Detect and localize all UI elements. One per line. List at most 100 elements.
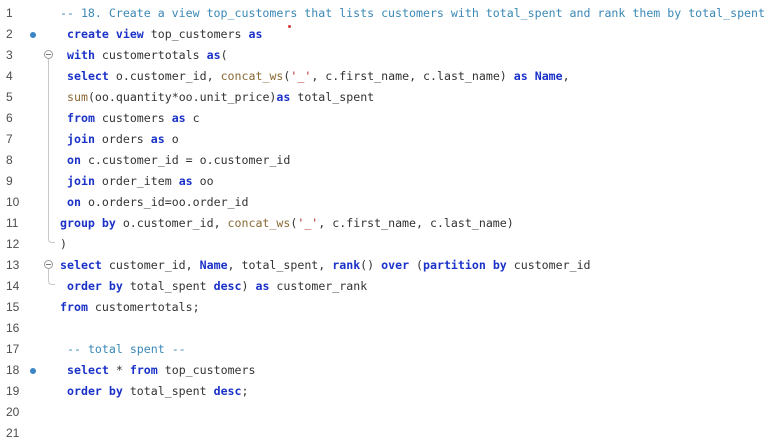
line-number: 18: [6, 363, 20, 377]
code-token: ,: [562, 69, 570, 83]
code-line[interactable]: 20: [0, 402, 768, 423]
code-token: over: [381, 258, 410, 272]
code-token: (: [290, 216, 298, 230]
line-number: 6: [6, 111, 13, 125]
code-token: customer_id: [506, 258, 591, 272]
code-token: order by: [67, 384, 123, 398]
fold-toggle-icon[interactable]: [44, 50, 53, 59]
code-token: ;: [241, 384, 249, 398]
code-token: as: [255, 279, 270, 293]
fold-guide: [48, 192, 49, 213]
line-number: 7: [6, 132, 13, 146]
code-token: '_': [297, 216, 319, 230]
code-token: as: [150, 132, 165, 146]
code-text: order by total_spent desc;: [67, 381, 249, 402]
code-line[interactable]: 9 join order_item as oo: [0, 171, 768, 192]
code-line[interactable]: 7 join orders as o: [0, 129, 768, 150]
code-token: Name: [199, 258, 228, 272]
code-token: -- total spent --: [67, 342, 186, 356]
line-number: 5: [6, 90, 13, 104]
code-token: join: [67, 174, 95, 188]
code-token: partition by: [423, 258, 507, 272]
code-token: *: [108, 363, 130, 377]
code-token: (: [409, 258, 424, 272]
statement-marker-icon[interactable]: [30, 32, 36, 38]
code-line[interactable]: 12): [0, 234, 768, 255]
code-token: , total_spent,: [227, 258, 333, 272]
code-line[interactable]: 21: [0, 423, 768, 444]
code-token: from: [67, 111, 95, 125]
statement-marker-icon[interactable]: [30, 368, 36, 374]
code-token: o.customer_id,: [115, 216, 228, 230]
code-token: order by: [67, 279, 123, 293]
code-token: orders: [94, 132, 151, 146]
fold-toggle-icon[interactable]: [44, 260, 53, 269]
code-line[interactable]: 13 select customer_id, Name, total_spent,…: [0, 255, 768, 276]
code-line[interactable]: 8 on c.customer_id = o.customer_id: [0, 150, 768, 171]
code-token: (: [220, 48, 228, 62]
line-number: 10: [6, 195, 20, 209]
code-text: join order_item as oo: [67, 171, 214, 192]
line-number: 19: [6, 384, 20, 398]
code-token: sum: [67, 90, 88, 104]
code-line[interactable]: 5 sum(oo.quantity*oo.unit_price)as total_…: [0, 87, 768, 108]
code-token: ): [241, 279, 256, 293]
code-token: [528, 69, 535, 83]
code-line[interactable]: 10 on o.orders_id=oo.order_id: [0, 192, 768, 213]
code-token: select: [60, 258, 102, 272]
fold-end-guide: [48, 276, 55, 285]
code-token: '_': [290, 69, 312, 83]
line-number: 15: [6, 300, 20, 314]
code-token: customertotals;: [87, 300, 200, 314]
code-token: total_spent: [122, 384, 214, 398]
code-token: as: [276, 90, 291, 104]
code-token: on: [67, 153, 81, 167]
code-token: c.customer_id = o.customer_id: [80, 153, 291, 167]
code-line[interactable]: 16: [0, 318, 768, 339]
code-line[interactable]: 19 order by total_spent desc;: [0, 381, 768, 402]
code-line[interactable]: 1-- 18. Create a view top_customers that…: [0, 3, 768, 24]
code-text: sum(oo.quantity*oo.unit_price)as total_s…: [67, 87, 374, 108]
code-token: join: [67, 132, 95, 146]
fold-guide: [48, 129, 49, 150]
line-number: 16: [6, 321, 20, 335]
code-token: , c.first_name, c.last_name): [311, 69, 514, 83]
line-number: 14: [6, 279, 20, 293]
code-token: rank: [332, 258, 361, 272]
code-text: join orders as o: [67, 129, 179, 150]
line-number: 13: [6, 258, 20, 272]
code-token: oo: [192, 174, 214, 188]
fold-guide: [48, 171, 49, 192]
code-token: Name: [534, 69, 563, 83]
code-text: select o.customer_id, concat_ws('_', c.f…: [67, 66, 570, 87]
code-token: (: [283, 69, 291, 83]
code-token: order_item: [94, 174, 179, 188]
cursor-marker: [288, 25, 291, 28]
code-token: as: [248, 27, 263, 41]
code-text: with customertotals as(: [67, 45, 228, 66]
code-text: group by o.customer_id, concat_ws('_', c…: [60, 213, 514, 234]
code-text: select customer_id, Name, total_spent, r…: [60, 255, 591, 276]
code-token: group by: [60, 216, 116, 230]
fold-guide: [48, 108, 49, 129]
code-line[interactable]: 17-- total spent --: [0, 339, 768, 360]
code-token: desc: [213, 384, 242, 398]
line-number: 9: [6, 174, 13, 188]
line-number: 8: [6, 153, 13, 167]
fold-guide: [48, 269, 49, 276]
fold-guide: [48, 59, 49, 66]
code-token: concat_ws: [220, 69, 284, 83]
code-token: from: [129, 363, 158, 377]
code-token: select: [67, 363, 109, 377]
code-token: with: [67, 48, 95, 62]
code-text: on o.orders_id=oo.order_id: [67, 192, 249, 213]
